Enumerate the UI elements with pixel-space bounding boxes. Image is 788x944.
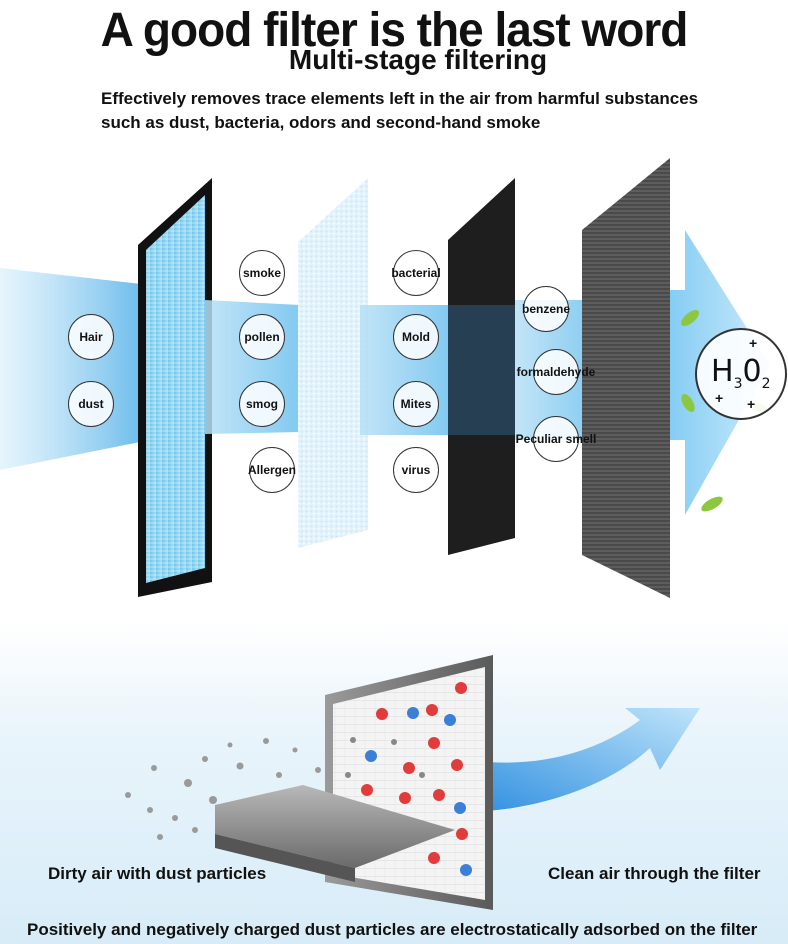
pollutant-badge-benzene: benzene xyxy=(522,286,571,332)
pollutant-badge-hair: Hair xyxy=(68,314,114,360)
filter-stages-illustration: Hair dust smoke pollen smog Allergen bac… xyxy=(0,150,788,620)
dust-collection-plate-edge xyxy=(215,834,355,882)
leaf-icon xyxy=(680,309,700,327)
badge-label: virus xyxy=(401,463,431,477)
electrostatic-graphic xyxy=(125,655,700,910)
description-line-1: Effectively removes trace elements left … xyxy=(101,89,699,108)
description-line-2: such as dust, bacteria, odors and second… xyxy=(101,113,541,132)
carbon-filter xyxy=(582,158,670,598)
formula-o: 0 xyxy=(742,354,762,389)
badge-label: pollen xyxy=(244,330,280,344)
leaf-icon xyxy=(701,496,723,512)
pollutant-badge-dust: dust xyxy=(68,381,114,427)
foam-filter xyxy=(298,178,368,548)
electrostatic-section: Dirty air with dust particles Clean air … xyxy=(0,620,788,944)
badge-label: Peculiar smell xyxy=(515,432,597,446)
pollutant-badge-formaldehyde: formaldehyde xyxy=(517,349,595,395)
h3o2-output-badge: H302 + + + xyxy=(695,328,787,420)
h3o2-formula: H302 xyxy=(711,354,771,392)
badge-label: Hair xyxy=(79,330,103,344)
badge-label: Mites xyxy=(400,397,432,411)
plus-icon: + xyxy=(715,390,724,406)
badge-label: bacterial xyxy=(391,266,441,280)
pollutant-badge-smog: smog xyxy=(239,381,285,427)
badge-label: smog xyxy=(245,397,278,411)
leaf-icon xyxy=(681,393,695,413)
badge-label: formaldehyde xyxy=(516,365,596,379)
pollutant-badge-mold: Mold xyxy=(393,314,439,360)
mesh-filter-airflow xyxy=(448,305,515,435)
clean-air-arrow xyxy=(470,708,700,812)
dust-particles xyxy=(125,738,321,840)
caption-footer: Positively and negatively charged dust p… xyxy=(27,920,758,939)
pollutant-badge-bacterial: bacterial xyxy=(391,250,441,296)
page-subtitle: Multi-stage filtering xyxy=(288,44,548,75)
pollutant-badge-virus: virus xyxy=(393,447,439,493)
pollutant-badge-mites: Mites xyxy=(393,381,439,427)
plus-icon: + xyxy=(747,396,756,412)
pollutant-badge-allergen: Allergen xyxy=(248,447,297,493)
badge-label: benzene xyxy=(522,302,571,316)
caption-clean-air: Clean air through the filter xyxy=(548,864,761,883)
badge-label: Allergen xyxy=(248,463,297,477)
caption-dirty-air: Dirty air with dust particles xyxy=(48,864,267,883)
hepa-filter xyxy=(146,195,205,583)
charged-particles xyxy=(345,682,472,876)
formula-sub-2: 2 xyxy=(761,376,771,392)
description: Effectively removes trace elements left … xyxy=(101,87,698,135)
pollutant-badge-pollen: pollen xyxy=(239,314,285,360)
plus-icon: + xyxy=(749,335,758,351)
airflow-in xyxy=(0,268,150,470)
formula-sub-3: 3 xyxy=(733,376,743,392)
pollutant-badge-smoke: smoke xyxy=(239,250,285,296)
formula-h: H xyxy=(711,354,734,389)
pollutant-badge-peculiar-smell: Peculiar smell xyxy=(516,416,596,462)
filter-stages-graphic xyxy=(0,158,770,598)
badge-label: smoke xyxy=(242,266,282,280)
badge-label: Mold xyxy=(402,330,430,344)
dust-collection-plate xyxy=(215,785,455,868)
badge-label: dust xyxy=(78,397,104,411)
page-title: A good filter is the last word xyxy=(100,1,689,57)
